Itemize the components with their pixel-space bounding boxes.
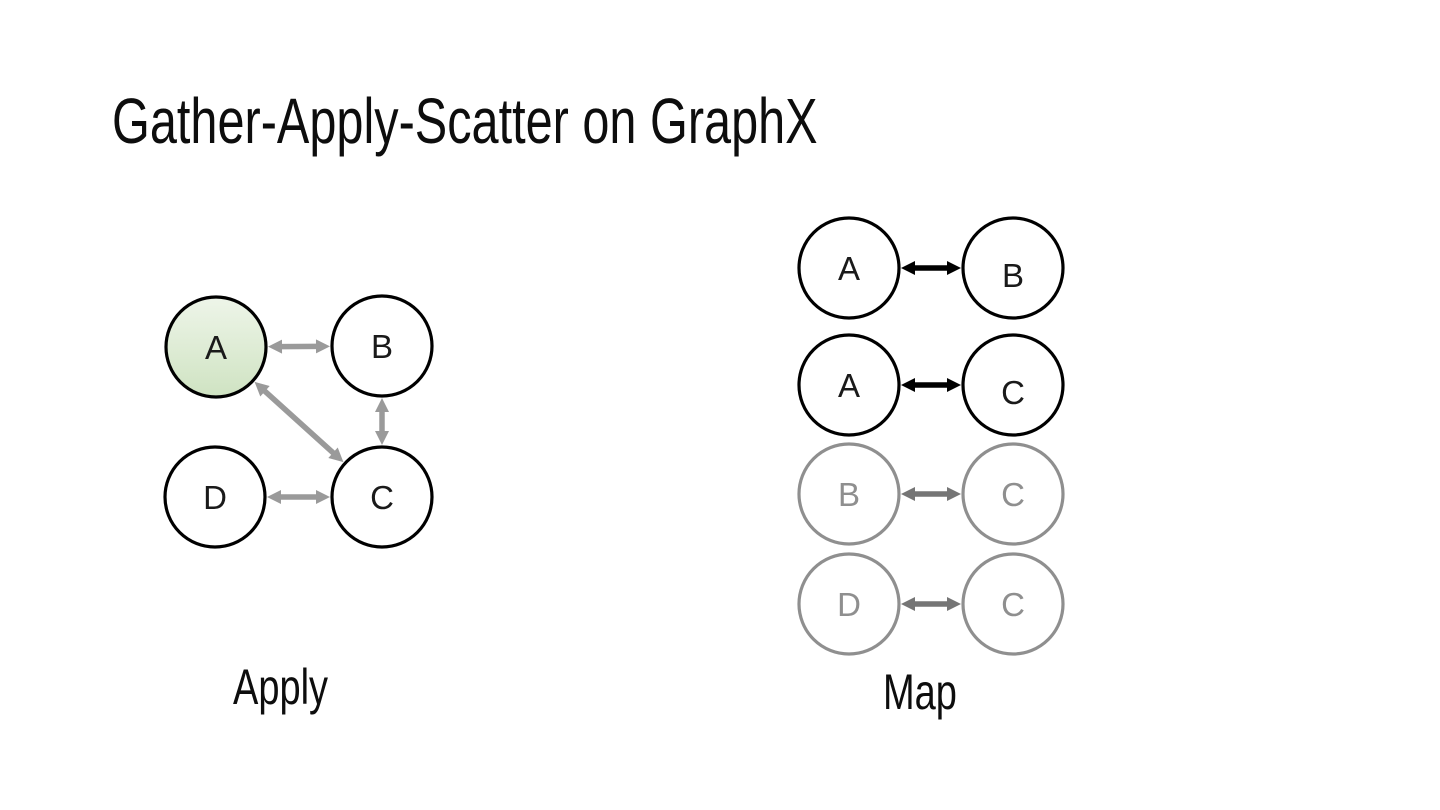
map-arrow-row3-B-C-head-start [901, 487, 915, 501]
map-node-row4-left-D: D [797, 552, 901, 656]
apply-node-C: C [330, 445, 434, 549]
apply-edge-A-C-head-start [254, 381, 270, 397]
map-arrow-row2-A-C-head-start [901, 378, 915, 392]
map-node-row1-right-B: B [961, 216, 1065, 320]
map-node-row1-left-A-label: A [838, 250, 860, 287]
apply-node-B-label: B [371, 328, 393, 365]
map-node-row2-left-A: A [797, 333, 901, 437]
map-arrow-row2-A-C [901, 378, 961, 392]
apply-node-A-label: A [205, 329, 227, 366]
apply-node-A-circle [164, 295, 268, 399]
apply-node-C-circle [330, 445, 434, 549]
apply-edge-A-C-head-end [328, 447, 344, 463]
apply-edge-B-C-head-end [375, 431, 389, 445]
apply-edge-D-C-head-start [267, 490, 281, 504]
map-arrow-row1-A-B-head-end [947, 261, 961, 275]
apply-edge-B-C-head-start [375, 398, 389, 412]
map-node-row3-left-B-circle [797, 442, 901, 546]
apply-edge-A-C [254, 381, 344, 463]
map-node-row4-right-C: C [961, 552, 1065, 656]
map-diagram: A B A C B C D C [797, 216, 1065, 656]
apply-node-B-circle [330, 294, 434, 398]
map-node-row1-right-B-circle [961, 216, 1065, 320]
apply-node-D-circle [163, 445, 267, 549]
map-node-row3-right-C: C [961, 442, 1065, 546]
map-node-row3-left-B: B [797, 442, 901, 546]
apply-node-C-label: C [370, 479, 394, 516]
map-node-row4-left-D-label: D [837, 586, 861, 623]
slide-title: Gather-Apply-Scatter on GraphX [112, 85, 818, 157]
apply-node-A: A [164, 295, 268, 399]
apply-edge-A-C-shaft [261, 387, 337, 457]
map-node-row3-right-C-label: C [1001, 476, 1025, 513]
map-node-row1-right-B-label: B [1002, 257, 1024, 294]
map-arrow-row1-A-B-head-start [901, 261, 915, 275]
map-node-row2-left-A-label: A [838, 367, 860, 404]
map-node-row4-left-D-circle [797, 552, 901, 656]
map-node-row3-right-C-circle [961, 442, 1065, 546]
map-arrow-row3-B-C-head-end [947, 487, 961, 501]
map-node-row2-right-C-label: C [1001, 374, 1025, 411]
map-node-row2-left-A-circle [797, 333, 901, 437]
map-arrow-row4-D-C [901, 597, 961, 611]
apply-edge-A-B-head-end [315, 339, 331, 354]
map-node-row1-left-A: A [797, 216, 901, 320]
apply-edge-D-C [267, 490, 330, 504]
apply-edge-A-B-head-start [267, 339, 283, 354]
map-node-row1-left-A-circle [797, 216, 901, 320]
apply-node-D-label: D [203, 479, 227, 516]
map-arrow-row4-D-C-head-end [947, 597, 961, 611]
map-node-row3-left-B-label: B [838, 476, 860, 513]
map-node-row2-right-C: C [961, 333, 1065, 437]
map-arrow-row2-A-C-head-end [947, 378, 961, 392]
apply-diagram: A B D C [163, 294, 434, 549]
map-node-row2-right-C-circle [961, 333, 1065, 437]
apply-node-B: B [330, 294, 434, 398]
map-arrow-row3-B-C [901, 487, 961, 501]
apply-edge-D-C-head-end [316, 490, 330, 504]
map-arrow-row4-D-C-head-start [901, 597, 915, 611]
map-caption: Map [883, 664, 957, 720]
map-arrow-row1-A-B [901, 261, 961, 275]
apply-node-D: D [163, 445, 267, 549]
apply-edge-A-B [267, 339, 331, 354]
apply-caption: Apply [233, 659, 329, 715]
map-node-row4-right-C-label: C [1001, 586, 1025, 623]
apply-edge-B-C [375, 398, 389, 445]
map-node-row4-right-C-circle [961, 552, 1065, 656]
